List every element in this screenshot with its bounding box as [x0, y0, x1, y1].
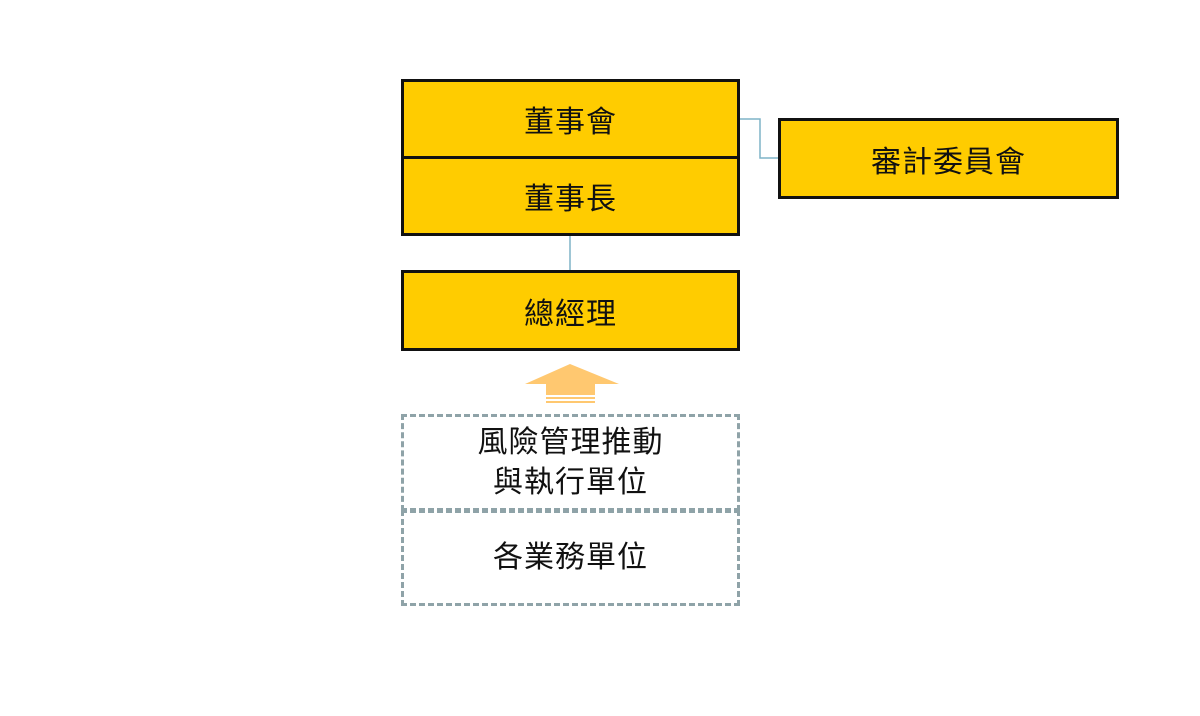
board-of-directors-label: 董事會 — [524, 105, 617, 140]
chairman-box: 董事長 — [401, 156, 740, 236]
business-units-box: 各業務單位 — [401, 510, 740, 606]
board-of-directors-box: 董事會 — [401, 79, 740, 159]
chairman-label: 董事長 — [524, 182, 617, 217]
up-arrow-icon — [525, 364, 619, 403]
audit-committee-box: 審計委員會 — [778, 118, 1119, 199]
risk-management-units-box: 風險管理推動 與執行單位 — [401, 414, 740, 511]
board-audit-connector — [740, 118, 778, 159]
general-manager-label: 總經理 — [524, 296, 617, 332]
risk-management-units-label: 風險管理推動 與執行單位 — [477, 424, 664, 500]
general-manager-box: 總經理 — [401, 270, 740, 351]
audit-committee-label: 審計委員會 — [871, 144, 1026, 180]
business-units-label: 各業務單位 — [493, 540, 648, 575]
